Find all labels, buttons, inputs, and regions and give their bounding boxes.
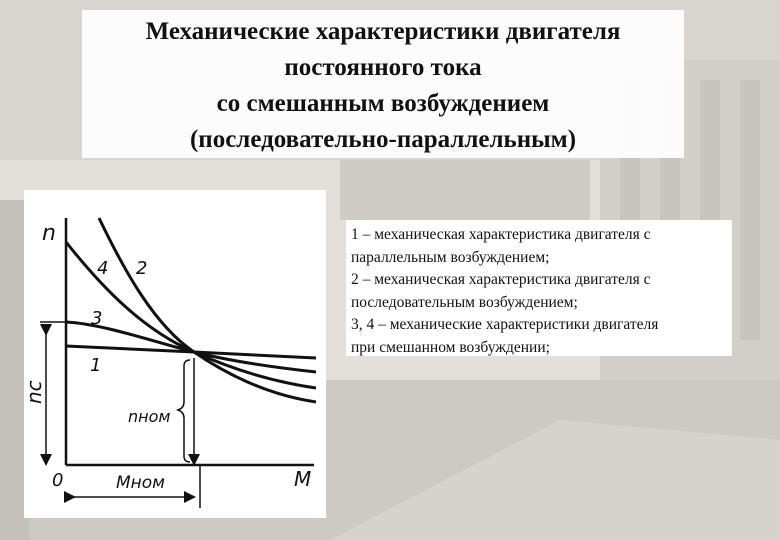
n-nom-label: nном xyxy=(128,407,170,426)
legend-line-3: 2 – механическая характеристика двигател… xyxy=(351,271,651,288)
legend-panel xyxy=(346,220,732,356)
legend-line-2: параллельным возбуждением; xyxy=(351,248,550,266)
nc-label: nc xyxy=(24,380,46,404)
legend-text: 1 – механическая характеристика двигател… xyxy=(351,224,729,359)
diagram-panel xyxy=(24,190,326,518)
title-line-2: постоянного тока xyxy=(284,54,482,81)
curve-label-1: 1 xyxy=(90,355,101,376)
title-line-4: (последовательно-параллельным) xyxy=(189,126,577,153)
curve-label-2: 2 xyxy=(136,258,147,279)
legend-line-5: 3, 4 – механические характеристики двига… xyxy=(351,316,659,333)
title-line-3: со смешанным возбуждением xyxy=(216,90,550,117)
axis-x-label: M xyxy=(294,467,311,491)
origin-label: 0 xyxy=(52,470,63,491)
title-line-1: Механические характеристики двигателя xyxy=(145,18,621,45)
curve-label-3: 3 xyxy=(91,308,102,329)
title-panel xyxy=(82,10,684,158)
curve-2 xyxy=(97,217,317,404)
m-nom-label: Mном xyxy=(116,473,165,493)
n-nom-brace xyxy=(175,359,191,463)
legend-line-6: при смешанном возбуждении; xyxy=(351,338,550,356)
curve-label-4: 4 xyxy=(97,258,108,279)
axis-y-label: n xyxy=(42,221,56,246)
characteristics-diagram: n M 0 nc nном Mном 1 2 3 4 xyxy=(24,217,317,508)
slide-title: Механические характеристики двигателя по… xyxy=(82,14,684,158)
legend-line-1: 1 – механическая характеристика двигател… xyxy=(351,226,651,243)
legend-line-4: последовательным возбуждением; xyxy=(351,293,578,311)
